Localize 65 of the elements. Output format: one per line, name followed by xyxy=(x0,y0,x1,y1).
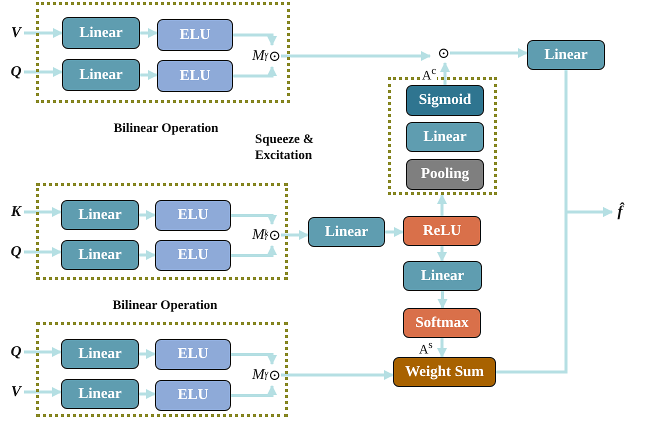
arrow xyxy=(440,62,450,85)
arrow xyxy=(437,194,447,216)
dashed-group-frame xyxy=(36,322,288,417)
arrow xyxy=(437,338,447,358)
linear-layer-box: Linear xyxy=(61,240,139,270)
activation-box: Softmax xyxy=(403,308,481,338)
linear-layer-box: Linear xyxy=(308,217,385,247)
activation-box: ELU xyxy=(157,19,233,51)
product-operator: M$_{i}$$^{v}$⊙ xyxy=(237,364,281,386)
input-label: V xyxy=(8,24,24,42)
arrow xyxy=(438,291,448,309)
linear-layer-box: Linear xyxy=(403,261,482,291)
arrow xyxy=(24,67,63,77)
product-operator: M$_{i}$$^{k}$⊙ xyxy=(237,224,281,246)
arrow xyxy=(233,66,277,78)
arrow xyxy=(233,34,277,46)
activation-box: ELU xyxy=(155,380,231,411)
arrow xyxy=(24,387,62,397)
pooling-box: Pooling xyxy=(406,159,484,190)
linear-layer-box: Linear xyxy=(406,122,484,152)
arrow xyxy=(24,207,62,217)
arrow xyxy=(139,389,156,399)
arrow xyxy=(496,207,613,374)
arrow xyxy=(231,214,277,225)
linear-layer-box: Linear xyxy=(61,200,139,230)
activation-box: ReLU xyxy=(403,216,481,246)
arrow xyxy=(24,347,62,357)
linear-layer-box: Linear xyxy=(61,379,139,409)
input-label: Q xyxy=(8,343,24,361)
arrow xyxy=(140,70,158,80)
group-heading: Bilinear Operation xyxy=(112,297,218,313)
input-label: K xyxy=(8,203,24,221)
group-heading: Bilinear Operation xyxy=(112,120,220,136)
linear-layer-box: Linear xyxy=(62,59,140,91)
arrow xyxy=(24,28,63,38)
linear-layer-box: Linear xyxy=(527,40,605,70)
arrow xyxy=(140,28,158,38)
arrow xyxy=(437,246,447,262)
section-heading: Squeeze & Excitation xyxy=(255,131,315,163)
arrow xyxy=(385,227,404,237)
activation-box: ELU xyxy=(157,60,233,92)
arrow xyxy=(139,349,156,359)
arrow xyxy=(231,245,277,257)
input-label: Q xyxy=(8,243,24,261)
activation-box: ELU xyxy=(155,240,231,271)
linear-layer-box: Linear xyxy=(62,17,140,49)
arrow xyxy=(139,210,156,220)
activation-box: Sigmoid xyxy=(406,85,484,116)
product-operator: M$_{i}$$^{v}$⊙ xyxy=(237,45,281,67)
product-operator: ⊙ xyxy=(430,43,450,63)
input-label: V xyxy=(8,383,24,401)
arrow xyxy=(450,48,528,58)
arrow xyxy=(281,230,309,240)
arrow xyxy=(231,353,277,365)
weighted-sum-box: Weight Sum xyxy=(393,357,496,387)
linear-layer-box: Linear xyxy=(61,339,139,369)
arrow xyxy=(281,51,431,61)
arrow xyxy=(139,250,156,260)
input-label: Q xyxy=(8,63,24,81)
activation-box: ELU xyxy=(155,200,231,231)
arrow xyxy=(24,247,62,257)
activation-box: ELU xyxy=(155,339,231,370)
arrow xyxy=(231,385,277,397)
output-label: f̂ xyxy=(612,200,628,224)
arrow xyxy=(281,370,394,380)
